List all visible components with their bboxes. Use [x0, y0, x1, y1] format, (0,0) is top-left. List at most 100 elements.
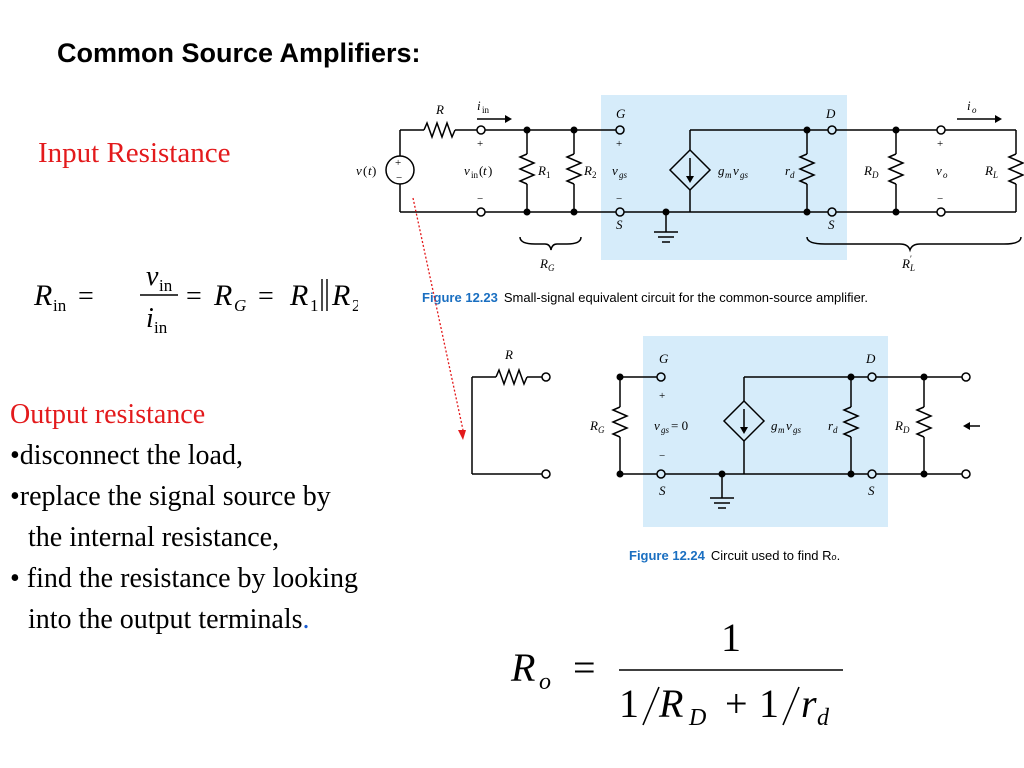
bullet-disconnect-load: •disconnect the load, — [10, 440, 243, 471]
svg-text:=: = — [573, 645, 596, 690]
svg-text:r: r — [828, 418, 834, 433]
dotted-arrow — [412, 197, 466, 440]
svg-text:g: g — [771, 418, 778, 433]
figure-12-24-label: Figure 12.24 — [629, 548, 705, 563]
svg-text:in: in — [471, 170, 479, 180]
svg-text:′: ′ — [910, 254, 912, 264]
svg-text:1: 1 — [310, 296, 319, 315]
svg-text:): ) — [372, 163, 376, 178]
svg-text:D: D — [825, 106, 836, 121]
svg-text:=: = — [186, 281, 202, 312]
figure-12-23-label: Figure 12.23 — [422, 290, 498, 305]
svg-text:=: = — [258, 281, 274, 312]
svg-text:+: + — [659, 390, 665, 402]
svg-text:v: v — [936, 163, 942, 178]
svg-text:−: − — [477, 193, 483, 205]
figure-12-24-text: Circuit used to find R — [710, 548, 832, 563]
svg-text:i: i — [477, 98, 481, 113]
svg-text:D: D — [902, 425, 910, 435]
svg-text:R: R — [435, 102, 444, 117]
slide-title: Common Source Amplifiers: — [57, 38, 421, 68]
bullet-find-resistance-cont: into the output terminals. — [28, 604, 310, 635]
svg-text:1: 1 — [546, 170, 551, 180]
svg-text:in: in — [53, 296, 67, 315]
svg-text:+: + — [725, 681, 748, 726]
svg-text:R: R — [863, 163, 872, 178]
svg-text:R: R — [33, 279, 52, 312]
svg-text:v: v — [654, 418, 660, 433]
svg-text:1: 1 — [721, 615, 741, 660]
svg-text:= 0: = 0 — [671, 418, 688, 433]
svg-text:2: 2 — [592, 170, 597, 180]
svg-text:R: R — [510, 645, 535, 690]
svg-text:o: o — [972, 105, 977, 115]
svg-text:gs: gs — [661, 425, 670, 435]
svg-text:R: R — [894, 418, 903, 433]
input-resistance-heading: Input Resistance — [38, 137, 231, 169]
svg-text:r: r — [801, 681, 817, 726]
svg-text:o: o — [539, 669, 551, 695]
svg-text:S: S — [828, 217, 835, 232]
svg-text:d: d — [833, 425, 838, 435]
bullet-find-resistance: • find the resistance by looking — [10, 563, 359, 594]
svg-text:R: R — [331, 279, 350, 312]
highlight-box-2 — [643, 336, 888, 527]
svg-text:G: G — [616, 106, 626, 121]
svg-text:S: S — [659, 483, 666, 498]
svg-text:gs: gs — [619, 170, 628, 180]
svg-text:R: R — [504, 347, 513, 362]
highlight-box — [601, 95, 847, 260]
svg-text:1: 1 — [759, 681, 779, 726]
svg-text:v: v — [612, 163, 618, 178]
svg-text:L: L — [909, 263, 915, 273]
svg-text:−: − — [396, 172, 402, 184]
svg-text:v: v — [786, 418, 792, 433]
svg-text:L: L — [992, 170, 998, 180]
svg-text:S: S — [616, 217, 623, 232]
input-resistance-formula: R in = v in i in = R G = R 1 R 2 — [33, 261, 358, 337]
bullet-replace-source-cont: the internal resistance, — [28, 522, 280, 553]
svg-text:S: S — [868, 483, 875, 498]
svg-text:in: in — [159, 276, 173, 295]
svg-text:i: i — [146, 303, 154, 334]
svg-text:G: G — [548, 263, 555, 273]
svg-text:v: v — [733, 163, 739, 178]
svg-text:R: R — [539, 256, 548, 271]
output-resistance-formula: R o = 1 1 R D + 1 r d — [510, 615, 843, 731]
svg-text:r: r — [785, 163, 791, 178]
svg-text:+: + — [395, 157, 401, 169]
bullet-replace-source: •replace the signal source by — [10, 481, 331, 512]
svg-text:G: G — [234, 296, 246, 315]
svg-text:m: m — [725, 170, 732, 180]
svg-text:t: t — [483, 163, 487, 178]
svg-text:g: g — [718, 163, 725, 178]
svg-text:R: R — [589, 418, 598, 433]
svg-text:−: − — [659, 450, 665, 462]
svg-text:R: R — [658, 681, 683, 726]
svg-text:v: v — [464, 163, 470, 178]
svg-text:(: ( — [363, 163, 367, 178]
svg-text:in: in — [154, 318, 168, 337]
svg-text:R: R — [537, 163, 546, 178]
svg-text:R: R — [289, 279, 308, 312]
svg-text:1: 1 — [619, 681, 639, 726]
svg-text:v: v — [356, 163, 362, 178]
svg-text:−: − — [937, 193, 943, 205]
svg-text:D: D — [871, 170, 879, 180]
svg-text:R: R — [901, 256, 910, 271]
svg-text:D: D — [688, 705, 706, 731]
figure-12-23-text: Small-signal equivalent circuit for the … — [503, 290, 869, 305]
svg-text:R: R — [213, 279, 232, 312]
svg-text:m: m — [778, 425, 785, 435]
svg-text:in: in — [482, 105, 490, 115]
svg-text:=: = — [78, 281, 94, 312]
svg-text:+: + — [616, 138, 622, 150]
svg-text:+: + — [937, 138, 943, 150]
svg-text:R: R — [583, 163, 592, 178]
svg-text:2: 2 — [352, 296, 358, 315]
svg-text:−: − — [616, 193, 622, 205]
svg-text:): ) — [488, 163, 492, 178]
svg-text:i: i — [967, 98, 971, 113]
